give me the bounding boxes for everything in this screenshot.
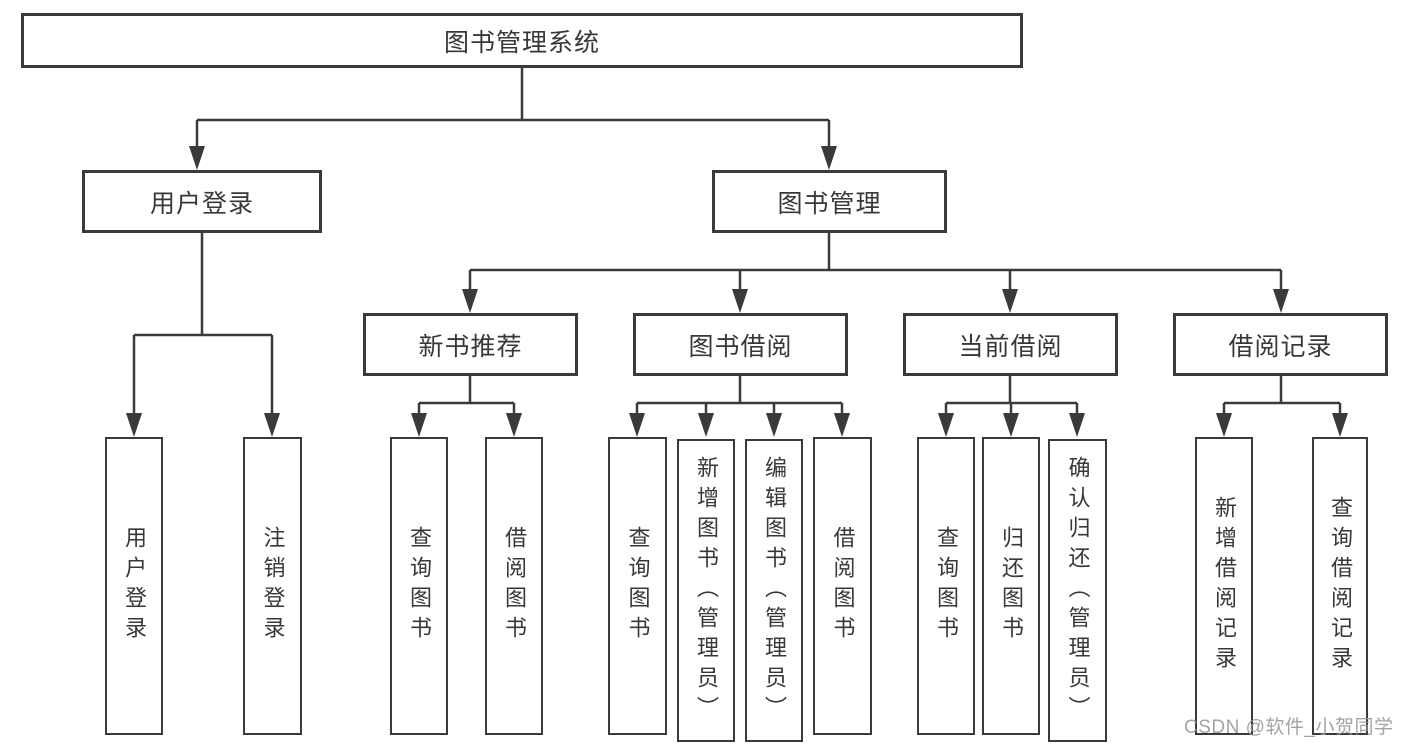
node-user-login: 用户登录 <box>82 170 322 233</box>
leaf-edit-book-admin-label: 编辑图书（管理员） <box>762 455 787 726</box>
node-new-book-recommendation: 新书推荐 <box>363 313 578 376</box>
leaf-search-borrow-record: 查询借阅记录 <box>1312 437 1368 735</box>
arrow-icon <box>1332 413 1348 437</box>
node-borrowing-records: 借阅记录 <box>1173 313 1388 376</box>
connector-recommendation-to-leaves <box>417 376 516 415</box>
node-current-borrowing: 当前借阅 <box>903 313 1118 376</box>
leaf-user-login-label: 用户登录 <box>122 526 147 646</box>
leaf-search-books-recommendation: 查询图书 <box>390 437 448 735</box>
arrow-icon <box>938 413 954 437</box>
leaf-add-book-admin: 新增图书（管理员） <box>677 439 735 742</box>
leaf-borrow-books-recommendation-label: 借阅图书 <box>502 526 527 646</box>
arrow-icon <box>264 413 280 437</box>
node-book-management: 图书管理 <box>712 170 947 233</box>
connector-borrowing-to-leaves <box>635 376 844 415</box>
leaf-borrow-books-recommendation: 借阅图书 <box>485 437 543 735</box>
node-book-borrowing-label: 图书借阅 <box>688 332 793 361</box>
leaf-search-borrow-record-label: 查询借阅记录 <box>1328 496 1353 676</box>
leaf-add-borrow-record: 新增借阅记录 <box>1195 437 1253 735</box>
node-library-management-system: 图书管理系统 <box>21 13 1023 68</box>
arrow-icon <box>821 146 837 170</box>
leaf-logout-label: 注销登录 <box>260 526 286 646</box>
arrow-icon <box>1069 413 1085 437</box>
leaf-search-books-current: 查询图书 <box>917 437 975 735</box>
node-user-login-label: 用户登录 <box>149 189 254 218</box>
leaf-search-books-recommendation-label: 查询图书 <box>407 526 432 646</box>
arrow-icon <box>462 289 478 313</box>
leaf-add-book-admin-label: 新增图书（管理员） <box>694 455 719 726</box>
arrow-icon <box>1003 413 1019 437</box>
node-library-management-system-label: 图书管理系统 <box>443 28 600 57</box>
leaf-confirm-return-admin: 确认归还（管理员） <box>1048 439 1107 742</box>
arrow-icon <box>1273 289 1289 313</box>
arrow-icon <box>1216 413 1232 437</box>
arrow-icon <box>732 289 748 313</box>
arrow-icon <box>698 413 714 437</box>
leaf-confirm-return-admin-label: 确认归还（管理员） <box>1065 455 1091 726</box>
node-borrowing-records-label: 借阅记录 <box>1228 332 1333 361</box>
connector-current-to-leaves <box>944 376 1079 415</box>
leaf-search-books-current-label: 查询图书 <box>934 526 959 646</box>
arrow-icon <box>189 146 205 170</box>
arrow-icon <box>506 413 522 437</box>
leaf-borrow-books: 借阅图书 <box>813 437 872 735</box>
connector-book-management-to-groups <box>468 233 1283 291</box>
node-book-borrowing: 图书借阅 <box>633 313 848 376</box>
leaf-borrow-books-label: 借阅图书 <box>830 526 856 646</box>
leaf-add-borrow-record-label: 新增借阅记录 <box>1212 496 1237 676</box>
leaf-search-books-borrowing: 查询图书 <box>608 437 667 735</box>
node-current-borrowing-label: 当前借阅 <box>958 332 1063 361</box>
connector-records-to-leaves <box>1222 376 1342 415</box>
watermark: CSDN @软件_小贺同学 <box>1184 717 1394 738</box>
connector-root-to-branches <box>195 68 831 148</box>
leaf-return-books: 归还图书 <box>982 437 1040 735</box>
leaf-logout: 注销登录 <box>243 437 302 735</box>
leaf-return-books-label: 归还图书 <box>999 526 1024 646</box>
connector-user-login-to-leaves <box>132 233 274 415</box>
arrow-icon <box>766 413 782 437</box>
leaf-user-login: 用户登录 <box>105 437 163 735</box>
arrow-icon <box>834 413 850 437</box>
node-book-management-label: 图书管理 <box>777 189 882 218</box>
arrow-icon <box>411 413 427 437</box>
arrow-icon <box>126 413 142 437</box>
leaf-edit-book-admin: 编辑图书（管理员） <box>745 439 803 742</box>
arrow-icon <box>1002 289 1018 313</box>
leaf-search-books-borrowing-label: 查询图书 <box>625 526 651 646</box>
node-new-book-recommendation-label: 新书推荐 <box>418 332 523 361</box>
arrow-icon <box>629 413 645 437</box>
